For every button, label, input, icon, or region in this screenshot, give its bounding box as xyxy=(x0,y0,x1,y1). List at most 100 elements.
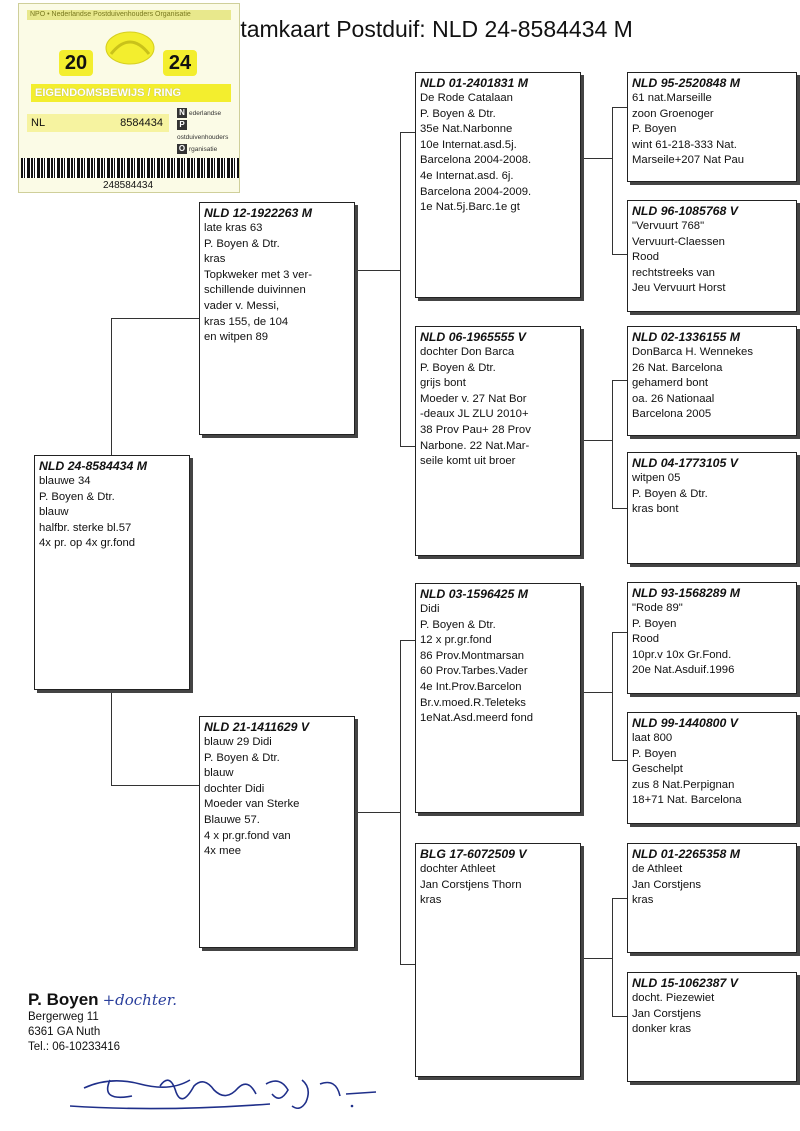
wire xyxy=(111,318,199,320)
pigeon-info-line: P. Boyen xyxy=(632,123,677,136)
pigeon-info-line: zus 8 Nat.Perpignan xyxy=(632,778,735,791)
wire xyxy=(612,760,627,762)
owner-name: P. Boyen xyxy=(28,990,99,1009)
pigeon-info-line: Jan Corstjens xyxy=(632,878,702,891)
ring-id: NLD 99-1440800 V xyxy=(632,716,738,730)
wire xyxy=(612,107,627,109)
pigeon-info-line: P. Boyen & Dtr. xyxy=(420,107,496,120)
barcode-number: 248584434 xyxy=(103,180,154,191)
pigeon-info-line: kras bont xyxy=(632,503,679,516)
pigeon-info-line: schillende duivinnen xyxy=(204,284,306,297)
wire xyxy=(580,692,612,694)
pigeon-info-line: blauw 29 Didi xyxy=(204,736,272,748)
owner-handwritten-note: +dochter. xyxy=(102,991,178,1009)
pigeon-info-line: 10pr.v 10x Gr.Fond. xyxy=(632,648,732,661)
pigeon-info-line: Br.v.moed.R.Teleteks xyxy=(420,696,526,709)
pigeon-info-line: halfbr. sterke bl.57 xyxy=(39,521,132,534)
wire xyxy=(400,640,402,965)
pigeon-info-line: dochter Didi xyxy=(204,782,265,795)
pigeon-info-line: P. Boyen xyxy=(632,747,677,760)
pigeon-info-line: 35e Nat.Narbonne xyxy=(420,123,513,136)
pigeon-info-line: 4e Int.Prov.Barcelon xyxy=(420,680,522,693)
pigeon-info-line: docht. Piezewiet xyxy=(632,992,715,1004)
pigeon-info-line: 12 x pr.gr.fond xyxy=(420,634,492,647)
wire xyxy=(580,158,612,160)
pigeon-card-ssd: NLD 96-1085768 V"Vervuurt 768"Vervuurt-C… xyxy=(627,200,797,312)
ring-id: NLD 03-1596425 M xyxy=(420,587,528,601)
pigeon-info-line: Jan Corstjens Thorn xyxy=(420,878,522,891)
pigeon-info-line: laat 800 xyxy=(632,732,673,744)
pigeon-info-line: Rood xyxy=(632,633,660,646)
pigeon-info-line: oa. 26 Nationaal xyxy=(632,392,715,405)
pigeon-info-line: Barcelona 2005 xyxy=(632,408,712,421)
pigeon-info-line: Narbone. 22 Nat.Mar- xyxy=(420,439,530,452)
wire xyxy=(612,632,614,760)
pigeon-info-line: P. Boyen & Dtr. xyxy=(420,618,496,631)
owner-street: Bergerweg 11 xyxy=(28,1011,99,1023)
pigeon-info-line: Jeu Vervuurt Horst xyxy=(632,282,726,295)
pigeon-info-line: donker kras xyxy=(632,1023,692,1036)
pigeon-info-line: zoon Groenoger xyxy=(632,107,714,120)
pigeon-info-line: gehamerd bont xyxy=(632,377,708,390)
ring-id: NLD 02-1336155 M xyxy=(632,330,740,344)
pigeon-card-ds: NLD 03-1596425 M Didi P. Boyen & Dtr. 12 x… xyxy=(415,583,581,813)
pigeon-info-line: 4 x pr.gr.fond van xyxy=(204,829,291,842)
pigeon-info-line: Rood xyxy=(632,251,660,264)
org-letter: O xyxy=(177,144,187,154)
wire xyxy=(612,380,614,508)
ring-id: NLD 01-2401831 M xyxy=(420,76,528,90)
pigeon-info-line: dochter Don Barca xyxy=(420,346,515,358)
pigeon-info-line: P. Boyen & Dtr. xyxy=(420,361,496,374)
wire xyxy=(612,632,627,634)
pigeon-info-line: Moeder v. 27 Nat Bor xyxy=(420,392,527,405)
pigeon-info-line: Didi xyxy=(420,603,440,615)
org-text: rganisatie xyxy=(189,146,218,153)
owner-city: 6361 GA Nuth xyxy=(28,1026,101,1038)
pigeon-info-line: 60 Prov.Tarbes.Vader xyxy=(420,665,528,678)
npo-logo-icon xyxy=(105,31,155,65)
pigeon-info-line: De Rode Catalaan xyxy=(420,92,513,104)
pigeon-info-line: Jan Corstjens xyxy=(632,1007,702,1020)
pigeon-info-line: dochter Athleet xyxy=(420,863,496,875)
ring-id: BLG 17-6072509 V xyxy=(420,847,527,861)
pigeon-info-line: late kras 63 xyxy=(204,222,263,234)
pigeon-info-line: de Athleet xyxy=(632,863,683,875)
pigeon-info-line: Barcelona 2004-2008. xyxy=(420,154,532,167)
pigeon-info-line: Vervuurt-Claessen xyxy=(632,235,725,248)
pigeon-info-line: grijs bont xyxy=(420,377,466,390)
wire xyxy=(612,107,614,255)
pigeon-info-line: Marseile+207 Nat Pau xyxy=(632,154,745,167)
ring-id: NLD 04-1773105 V xyxy=(632,456,738,470)
pigeon-info-line: Topkweker met 3 ver- xyxy=(204,268,312,281)
org-letter: N xyxy=(177,108,187,118)
wire xyxy=(612,898,614,1016)
pigeon-info-line: Barcelona 2004-2009. xyxy=(420,185,532,198)
pigeon-info-line: 4x pr. op 4x gr.fond xyxy=(39,537,136,550)
wire xyxy=(612,1016,627,1018)
page-title: Stamkaart Postduif: NLD 24-8584434 M xyxy=(225,16,633,42)
wire xyxy=(111,690,113,785)
pigeon-info-line: 61 nat.Marseille xyxy=(632,92,712,104)
wire xyxy=(355,812,400,814)
pigeon-info-line: 26 Nat. Barcelona xyxy=(632,361,723,374)
wire xyxy=(400,132,415,134)
org-letter: P xyxy=(177,120,187,130)
wire xyxy=(400,132,402,447)
pigeon-info-line: kras xyxy=(204,253,226,266)
ring-id: NLD 93-1568289 M xyxy=(632,586,740,600)
ring-number-field: NL 8584434 xyxy=(27,114,169,132)
pigeon-info-line: 18+71 Nat. Barcelona xyxy=(632,794,742,807)
pigeon-info-line: seile komt uit broer xyxy=(420,455,516,468)
ring-certificate-sticker: NPO • Nederlandse Postduivenhouders Orga… xyxy=(18,3,240,193)
wire xyxy=(111,318,113,455)
pigeon-info-line: Geschelpt xyxy=(632,763,683,776)
barcode xyxy=(21,158,239,178)
pigeon-info-line: P. Boyen xyxy=(632,617,677,630)
